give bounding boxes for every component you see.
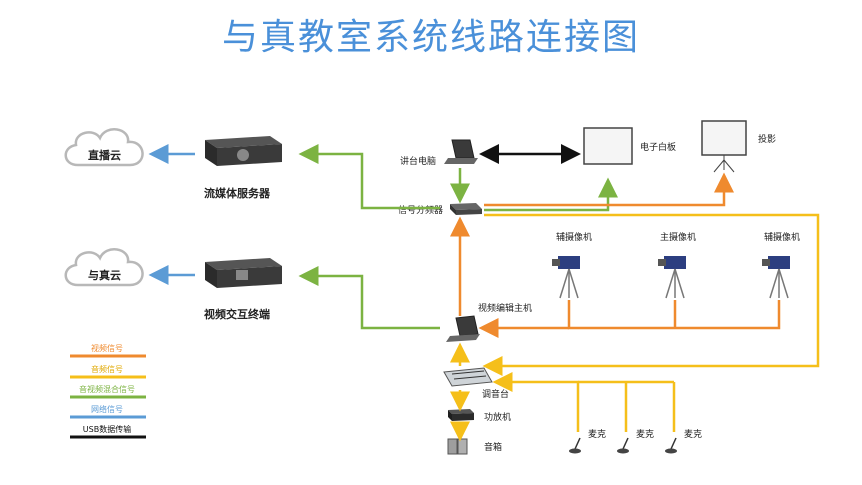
legend-mixed-label: 音视频混合信号 <box>79 384 135 394</box>
main-camera-label: 主摄像机 <box>660 231 696 243</box>
video-editor-icon <box>446 315 480 342</box>
legend-network-label: 网络信号 <box>91 404 123 414</box>
cloud-yuzhen-label: 与真云 <box>88 268 121 282</box>
whiteboard-label: 电子白板 <box>640 141 676 153</box>
mic-1-label: 麦克 <box>588 428 606 440</box>
podium-pc-label: 讲台电脑 <box>400 155 436 167</box>
video-line <box>484 172 734 207</box>
mixed-line <box>484 177 618 212</box>
signal-splitter-icon <box>450 203 482 215</box>
microphone-icon <box>617 437 629 454</box>
legend-video-label: 视频信号 <box>91 343 123 353</box>
mixed-line <box>298 144 440 210</box>
amplifier-label: 功放机 <box>484 411 511 423</box>
legend: 视频信号 音频信号 音视频混合信号 网络信号 USB数据传输 <box>70 343 146 439</box>
cloud-live-label: 直播云 <box>88 148 121 162</box>
projector-screen-icon <box>701 120 747 173</box>
streaming-server-icon <box>205 136 282 166</box>
signal-splitter-label: 信号分频器 <box>398 204 443 216</box>
mixed-line <box>298 266 440 330</box>
cloud-yuzhen-icon <box>64 248 144 287</box>
mic-3-label: 麦克 <box>684 428 702 440</box>
page-title: 与真教室系统线路连接图 <box>221 17 640 58</box>
video-terminal-label: 视频交互终端 <box>204 307 270 321</box>
video-editor-label: 视频编辑主机 <box>478 302 532 314</box>
legend-audio-label: 音频信号 <box>91 364 123 374</box>
mixer-icon <box>443 367 493 387</box>
camera-icon <box>552 256 580 299</box>
streaming-server-label: 流媒体服务器 <box>204 186 271 200</box>
podium-pc-icon <box>444 139 478 164</box>
audio-line <box>492 372 580 432</box>
aux-camera-left-label: 辅摄像机 <box>556 231 592 243</box>
microphone-icon <box>665 437 677 454</box>
aux-camera-right-label: 辅摄像机 <box>764 231 800 243</box>
microphone-icon <box>569 437 581 454</box>
amplifier-icon <box>448 409 474 421</box>
speaker-label: 音箱 <box>484 441 502 453</box>
speaker-icon <box>447 438 468 455</box>
whiteboard-icon <box>583 127 633 165</box>
audio-line <box>482 213 820 376</box>
video-terminal-icon <box>205 258 282 288</box>
legend-usb-label: USB数据传输 <box>83 424 131 434</box>
projector-label: 投影 <box>758 133 776 145</box>
cloud-live-icon <box>64 128 144 167</box>
mixer-label: 调音台 <box>482 388 509 400</box>
camera-icon <box>762 256 790 299</box>
camera-icon <box>658 256 686 299</box>
mic-2-label: 麦克 <box>636 428 654 440</box>
